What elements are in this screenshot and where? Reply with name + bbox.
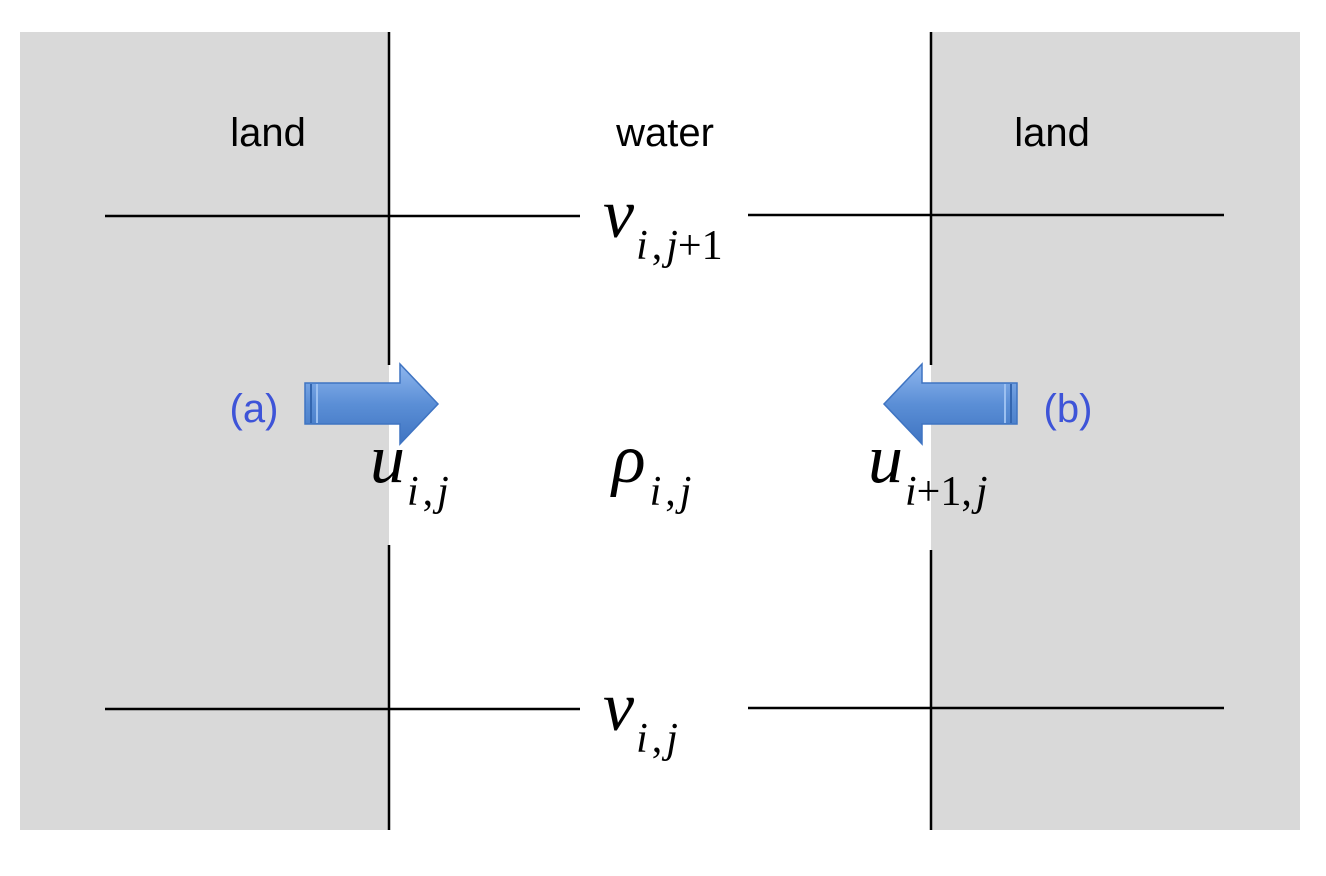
land-label-right: land	[1014, 111, 1090, 155]
var-u-right: ui+1,j	[868, 421, 988, 515]
var-u-left: ui,j	[370, 421, 449, 515]
arrow-left-icon	[882, 362, 1018, 446]
var-rho: ρi,j	[610, 421, 691, 515]
land-region-right	[931, 32, 1300, 830]
arrow-right-icon	[304, 362, 440, 446]
var-v-bottom: vi,j	[603, 669, 678, 762]
arrow-label-a: (a)	[230, 387, 279, 431]
water-label: water	[615, 111, 714, 155]
arrow-label-b: (b)	[1044, 387, 1093, 431]
land-region-left	[20, 32, 389, 830]
var-v-top: vi,j+1	[603, 176, 723, 269]
land-label-left: land	[230, 111, 306, 155]
